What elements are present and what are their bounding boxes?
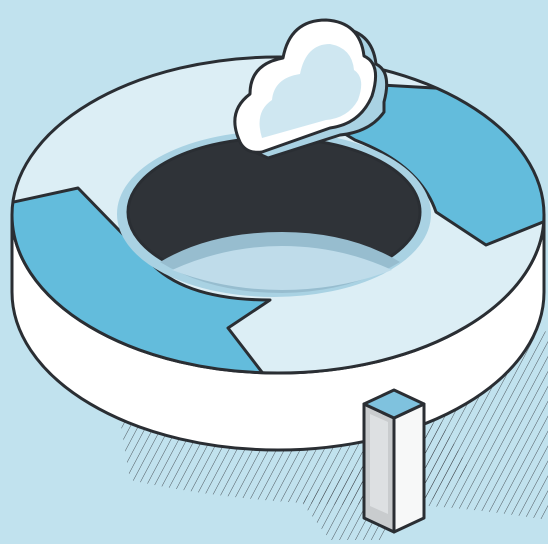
server-tower-icon bbox=[364, 390, 424, 532]
